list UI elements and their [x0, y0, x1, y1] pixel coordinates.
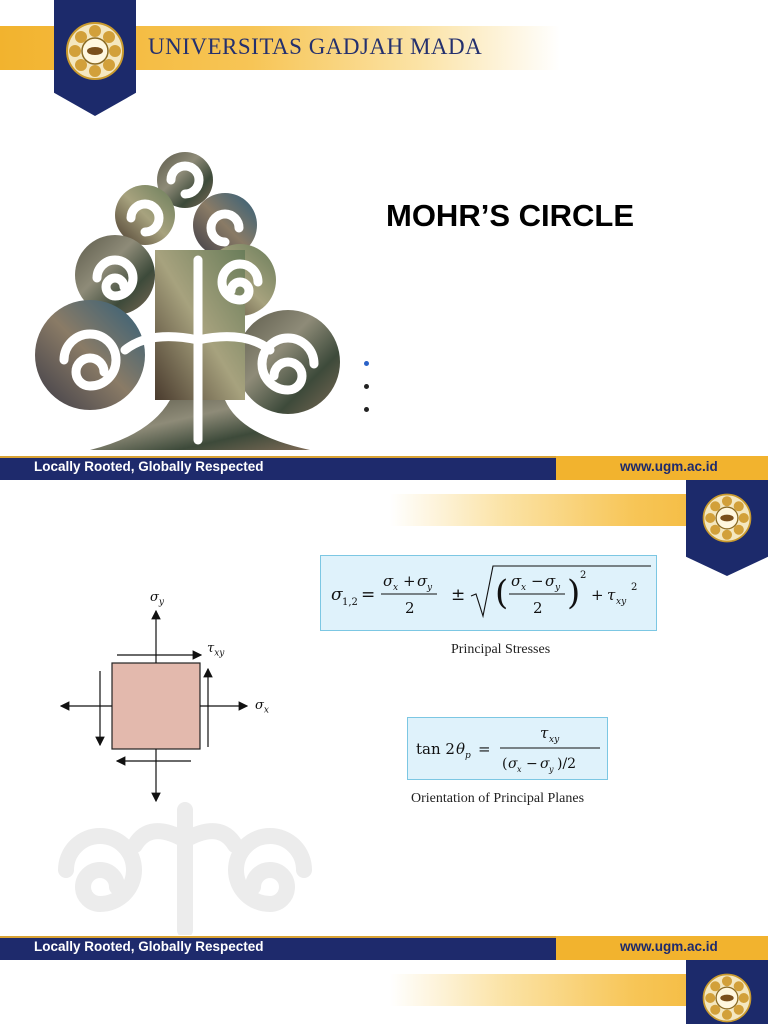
svg-text:τ: τ — [607, 586, 616, 604]
bullet-point — [364, 384, 369, 389]
slide-title: MOHR’S CIRCLE — [386, 198, 634, 233]
slide2-pennant — [686, 480, 768, 576]
svg-text:xy: xy — [549, 735, 560, 745]
svg-text:(: ( — [495, 573, 508, 613]
sigma-y-label: σy — [150, 590, 164, 608]
svg-text:τ: τ — [540, 724, 549, 742]
slide1-footer: Locally Rooted, Globally Respected www.u… — [0, 456, 768, 480]
orientation-caption: Orientation of Principal Planes — [411, 791, 585, 806]
svg-text:σ: σ — [383, 572, 394, 590]
slide2-footer: Locally Rooted, Globally Respected www.u… — [0, 936, 768, 960]
stress-element-diagram — [59, 609, 249, 803]
ugm-seal-icon — [66, 22, 124, 80]
svg-text:2: 2 — [405, 599, 415, 617]
principal-stress-caption: Principal Stresses — [451, 642, 551, 657]
bullet-point — [364, 361, 369, 366]
slide3-pennant — [686, 960, 768, 1024]
svg-text:): ) — [567, 573, 580, 613]
bullet-point — [364, 407, 369, 412]
svg-text:tan 2: tan 2 — [416, 740, 455, 758]
svg-text:+: + — [403, 572, 416, 590]
svg-text:x: x — [517, 765, 522, 774]
tau-xy-label: τxy — [207, 641, 225, 659]
svg-text:σ: σ — [511, 572, 522, 590]
footer-url[interactable]: www.ugm.ac.id — [620, 459, 718, 474]
svg-text:=: = — [478, 740, 491, 758]
header-pennant — [54, 0, 136, 116]
svg-text:σ: σ — [540, 756, 550, 772]
footer-gold-bar — [556, 456, 768, 480]
svg-text:y: y — [548, 765, 554, 774]
svg-text:1,2: 1,2 — [342, 597, 358, 608]
footer-slogan: Locally Rooted, Globally Respected — [34, 459, 264, 474]
svg-text:σ: σ — [331, 585, 343, 605]
svg-text:xy: xy — [616, 597, 627, 607]
svg-text:y: y — [554, 583, 561, 593]
footer-navy-bar — [0, 936, 556, 960]
university-name: UNIVERSITAS GADJAH MADA — [148, 34, 483, 59]
footer-gold-bar — [556, 936, 768, 960]
svg-text:)/2: )/2 — [557, 756, 576, 772]
svg-text:σ: σ — [417, 572, 428, 590]
svg-text:y: y — [426, 583, 433, 593]
svg-text:σ: σ — [545, 572, 556, 590]
svg-text:x: x — [393, 583, 398, 593]
svg-text:p: p — [465, 751, 471, 761]
ugm-seal-icon — [702, 973, 752, 1023]
svg-text:=: = — [361, 585, 375, 605]
svg-text:−: − — [531, 572, 544, 590]
stress-element-square — [111, 662, 201, 750]
svg-text:−: − — [526, 756, 538, 772]
svg-text:σ: σ — [508, 756, 518, 772]
svg-text:+: + — [591, 586, 604, 604]
svg-text:2: 2 — [631, 582, 637, 593]
sigma-x-label: σx — [255, 698, 269, 716]
svg-text:θ: θ — [456, 740, 465, 758]
tree-collage-illustration — [35, 152, 340, 450]
svg-text:x: x — [521, 583, 526, 593]
footer-navy-bar — [0, 456, 556, 480]
svg-text:(: ( — [502, 756, 507, 772]
footer-slogan: Locally Rooted, Globally Respected — [34, 939, 264, 954]
swirl-watermark — [58, 802, 312, 935]
ugm-seal-icon — [702, 493, 752, 543]
svg-text:2: 2 — [580, 570, 586, 581]
svg-text:±: ± — [451, 585, 465, 605]
footer-url[interactable]: www.ugm.ac.id — [620, 939, 718, 954]
svg-text:2: 2 — [533, 599, 543, 617]
